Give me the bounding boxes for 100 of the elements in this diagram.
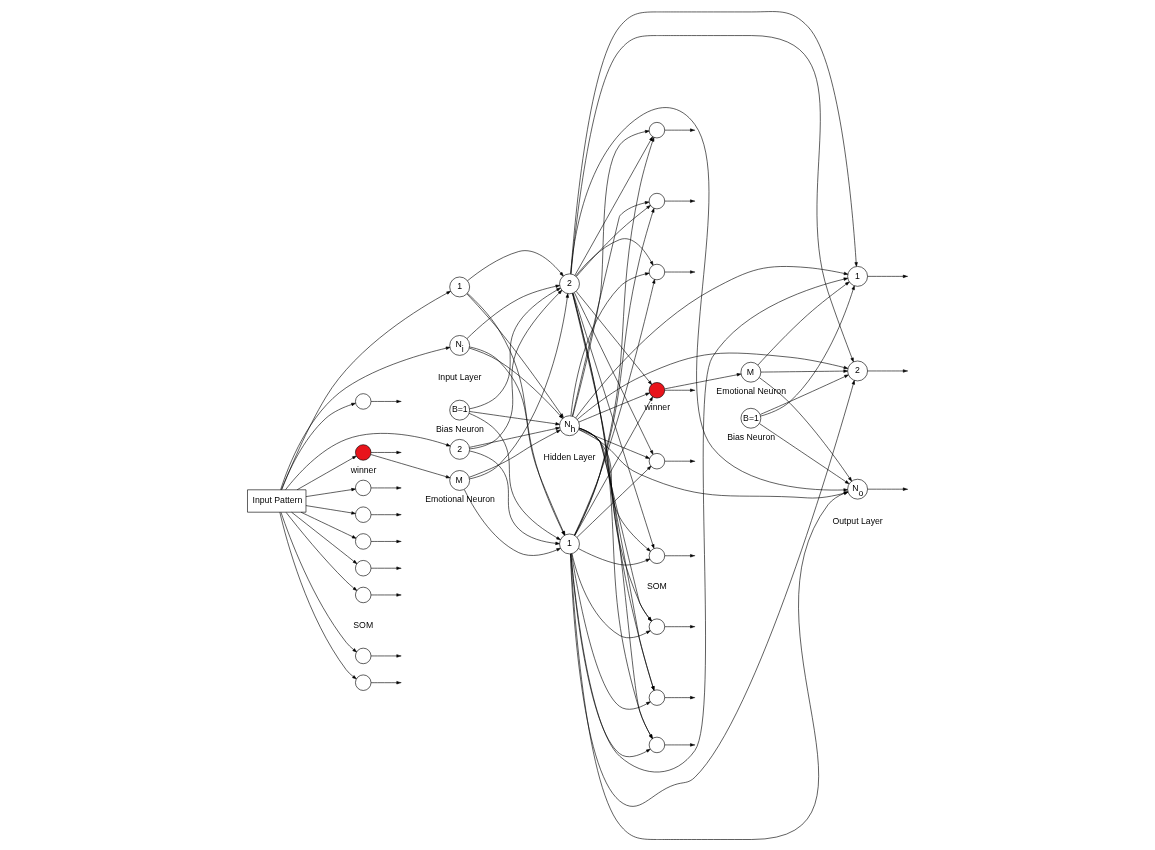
arrow (280, 346, 451, 490)
node-circle (355, 532, 372, 550)
node-circle (355, 559, 372, 576)
node-circle (355, 392, 372, 410)
node-circle (355, 443, 372, 461)
arrow (469, 450, 560, 545)
arrow (469, 292, 569, 479)
node-circle (355, 674, 372, 691)
arrow (664, 128, 695, 132)
arrow (664, 624, 695, 628)
arrow (280, 511, 357, 652)
arrow (664, 459, 695, 463)
arrow (296, 455, 357, 490)
arrow (572, 292, 652, 621)
arrow (578, 427, 655, 691)
node-label: Emotional Neuron (716, 385, 787, 396)
arrow (576, 204, 651, 277)
arrow (578, 428, 650, 459)
arrow (664, 198, 695, 203)
arrow (575, 290, 652, 385)
arrow (760, 285, 855, 416)
arrow (867, 487, 908, 491)
arrow (578, 427, 651, 551)
arrow (469, 429, 561, 478)
arrow (570, 34, 854, 362)
arrow (469, 410, 560, 425)
arrow (469, 426, 560, 448)
arrow (570, 553, 651, 757)
arrow (575, 265, 849, 418)
arrow (578, 547, 651, 565)
arrow (574, 136, 655, 536)
node-circle (648, 736, 665, 753)
arrow (760, 374, 849, 415)
arrow (760, 369, 848, 373)
arrow (305, 504, 356, 515)
arrow (574, 207, 655, 536)
arrow (285, 432, 451, 490)
arrow (570, 271, 650, 416)
arrow (759, 376, 852, 481)
arrow (370, 566, 401, 570)
arrow (757, 281, 850, 365)
arrow (571, 552, 651, 638)
arrow (759, 422, 850, 484)
node-circle: B=1 (449, 399, 470, 420)
arrow (281, 290, 451, 490)
label: Output Layer (832, 515, 883, 526)
node-circle: M (449, 469, 470, 491)
node-circle: 1 (449, 276, 470, 297)
label: Hidden Layer (543, 451, 596, 462)
arrow (664, 372, 742, 389)
node-circle: B=1 (740, 407, 762, 428)
arrow (370, 592, 401, 597)
node-circle (355, 647, 372, 664)
arrow (370, 485, 401, 490)
arrow (570, 277, 848, 772)
arrow (664, 742, 695, 747)
arrow (572, 129, 650, 417)
arrow (467, 249, 564, 281)
arrow (281, 402, 356, 490)
node-label: Bias Neuron (727, 431, 776, 442)
arrow (285, 511, 358, 591)
arrow (464, 488, 561, 556)
label: SOM (647, 580, 667, 591)
arrow (305, 487, 356, 497)
node-circle (355, 506, 372, 523)
node-label: Emotional Neuron (425, 493, 495, 504)
node-circle: 2 (847, 360, 868, 381)
arrow (867, 368, 908, 373)
node-label: Bias Neuron (436, 423, 484, 434)
arrow (578, 392, 650, 422)
node-circle (648, 121, 665, 138)
arrow (570, 106, 848, 492)
label: Input Layer (437, 371, 482, 382)
arrow (577, 352, 849, 420)
node-circle: 2 (449, 438, 470, 460)
node-circle: 1 (559, 533, 580, 554)
node-label: winner (350, 464, 377, 474)
arrow (279, 511, 357, 679)
node-label: winner (644, 401, 671, 412)
arrow (466, 284, 560, 339)
arrow (574, 136, 653, 276)
node-box: Input Pattern (247, 489, 307, 512)
arrow (578, 427, 652, 621)
arrow (572, 200, 650, 416)
arrow (291, 511, 358, 564)
arrow (664, 388, 695, 392)
arrow (574, 396, 653, 536)
arrow (575, 237, 654, 276)
arrow (664, 553, 695, 557)
label: SOM (353, 619, 374, 630)
arrow (570, 379, 855, 807)
arrow (469, 287, 561, 409)
node-circle (355, 586, 372, 603)
node-circle (355, 479, 372, 496)
arrow (576, 465, 652, 537)
arrow (578, 428, 849, 498)
arrow (300, 511, 357, 539)
arrow (370, 653, 401, 658)
arrow (570, 491, 849, 840)
arrow (468, 412, 561, 540)
